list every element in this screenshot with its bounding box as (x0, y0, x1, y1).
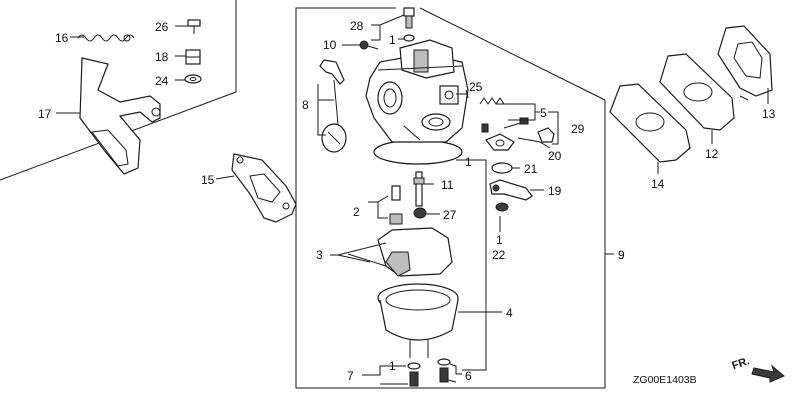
callout-27: 27 (443, 208, 457, 222)
callout-22: 22 (492, 248, 506, 262)
float-part-3 (347, 227, 453, 277)
nut-part-22 (495, 202, 509, 212)
screw-part-28 (403, 7, 415, 29)
pilot-screw-part-5 (479, 97, 529, 129)
callout-5: 5 (540, 106, 547, 120)
washer-part-24 (184, 74, 202, 84)
screw-part-26 (187, 19, 201, 34)
washer-part-21-oring (491, 162, 513, 174)
callout-1-top: 1 (389, 33, 396, 47)
screw-part-25 (481, 123, 489, 133)
callout-15: 15 (201, 173, 215, 187)
callout-28: 28 (350, 19, 364, 33)
callout-24: 24 (155, 74, 169, 88)
callout-9: 9 (618, 248, 625, 262)
main-frame (295, 7, 606, 389)
clip-part-20 (537, 127, 555, 143)
callout-21: 21 (524, 162, 538, 176)
lever-part-19 (489, 179, 533, 201)
callout-18: 18 (155, 50, 169, 64)
callout-17: 17 (38, 107, 52, 121)
gasket-part-14 (609, 83, 691, 163)
callout-1-right: 1 (496, 233, 503, 247)
nozzle-part-11 (413, 171, 425, 207)
bolt-part-7 (407, 362, 421, 387)
needle-part-2 (389, 185, 403, 225)
callout-2: 2 (353, 205, 360, 219)
carburetor-body (365, 39, 469, 165)
gasket-part-21 (485, 133, 515, 151)
callout-4: 4 (506, 306, 513, 320)
left-panel-frame (0, 0, 237, 181)
diagram-code: ZG00E1403B (633, 374, 697, 386)
callout-8: 8 (302, 98, 309, 112)
callout-7: 7 (347, 369, 354, 383)
screw-part-10 (359, 40, 379, 50)
spring-part (77, 34, 135, 42)
callout-3: 3 (316, 248, 323, 262)
callout-12: 12 (705, 147, 719, 161)
insulator-part-12 (659, 53, 735, 131)
bracket-part-17 (79, 57, 161, 175)
gasket-part-15 (231, 153, 297, 223)
callout-6: 6 (465, 369, 472, 383)
callout-16: 16 (55, 31, 69, 45)
gasket-part-13 (717, 25, 773, 101)
callout-29: 29 (571, 122, 585, 136)
front-direction-label: FR. (731, 355, 752, 372)
front-direction-arrow-icon (751, 364, 785, 383)
callout-25: 25 (469, 80, 483, 94)
jet-part-27 (413, 207, 427, 219)
callout-13: 13 (762, 107, 776, 121)
callout-26: 26 (155, 20, 169, 34)
screw-part-6 (437, 358, 451, 383)
nut-part-18 (185, 49, 201, 65)
callout-labels: 16 26 18 24 17 15 28 1 10 8 25 5 29 20 1… (38, 19, 776, 383)
choke-lever-part-8 (319, 59, 347, 153)
callout-10: 10 (323, 38, 337, 52)
callout-11: 11 (441, 178, 454, 192)
callout-19: 19 (548, 184, 562, 198)
callout-1-bottom: 1 (389, 359, 396, 373)
callout-14: 14 (651, 177, 665, 191)
callout-1-mid: 1 (465, 155, 472, 169)
float-bowl-part-4 (377, 283, 459, 358)
callout-20: 20 (548, 149, 562, 163)
